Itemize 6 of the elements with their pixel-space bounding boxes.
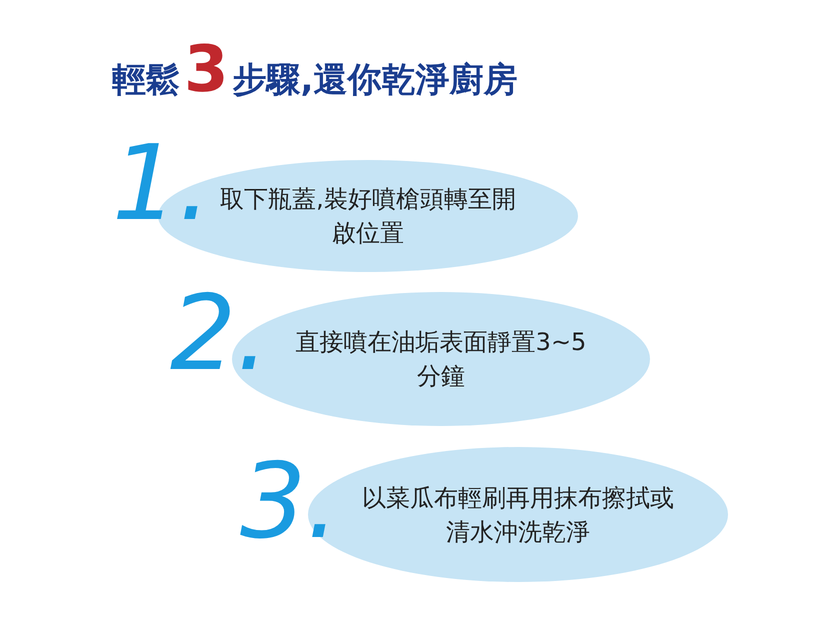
step-number: 1. — [112, 128, 212, 238]
step-number: 3. — [240, 446, 340, 556]
step-text: 取下瓶蓋,裝好噴槍頭轉至開啟位置 — [219, 184, 517, 249]
step-text: 直接噴在油垢表面靜置3~5分鐘 — [294, 327, 588, 392]
step-text: 以菜瓜布輕刷再用抹布擦拭或清水沖洗乾淨 — [361, 482, 675, 548]
step-number: 2. — [170, 278, 270, 388]
